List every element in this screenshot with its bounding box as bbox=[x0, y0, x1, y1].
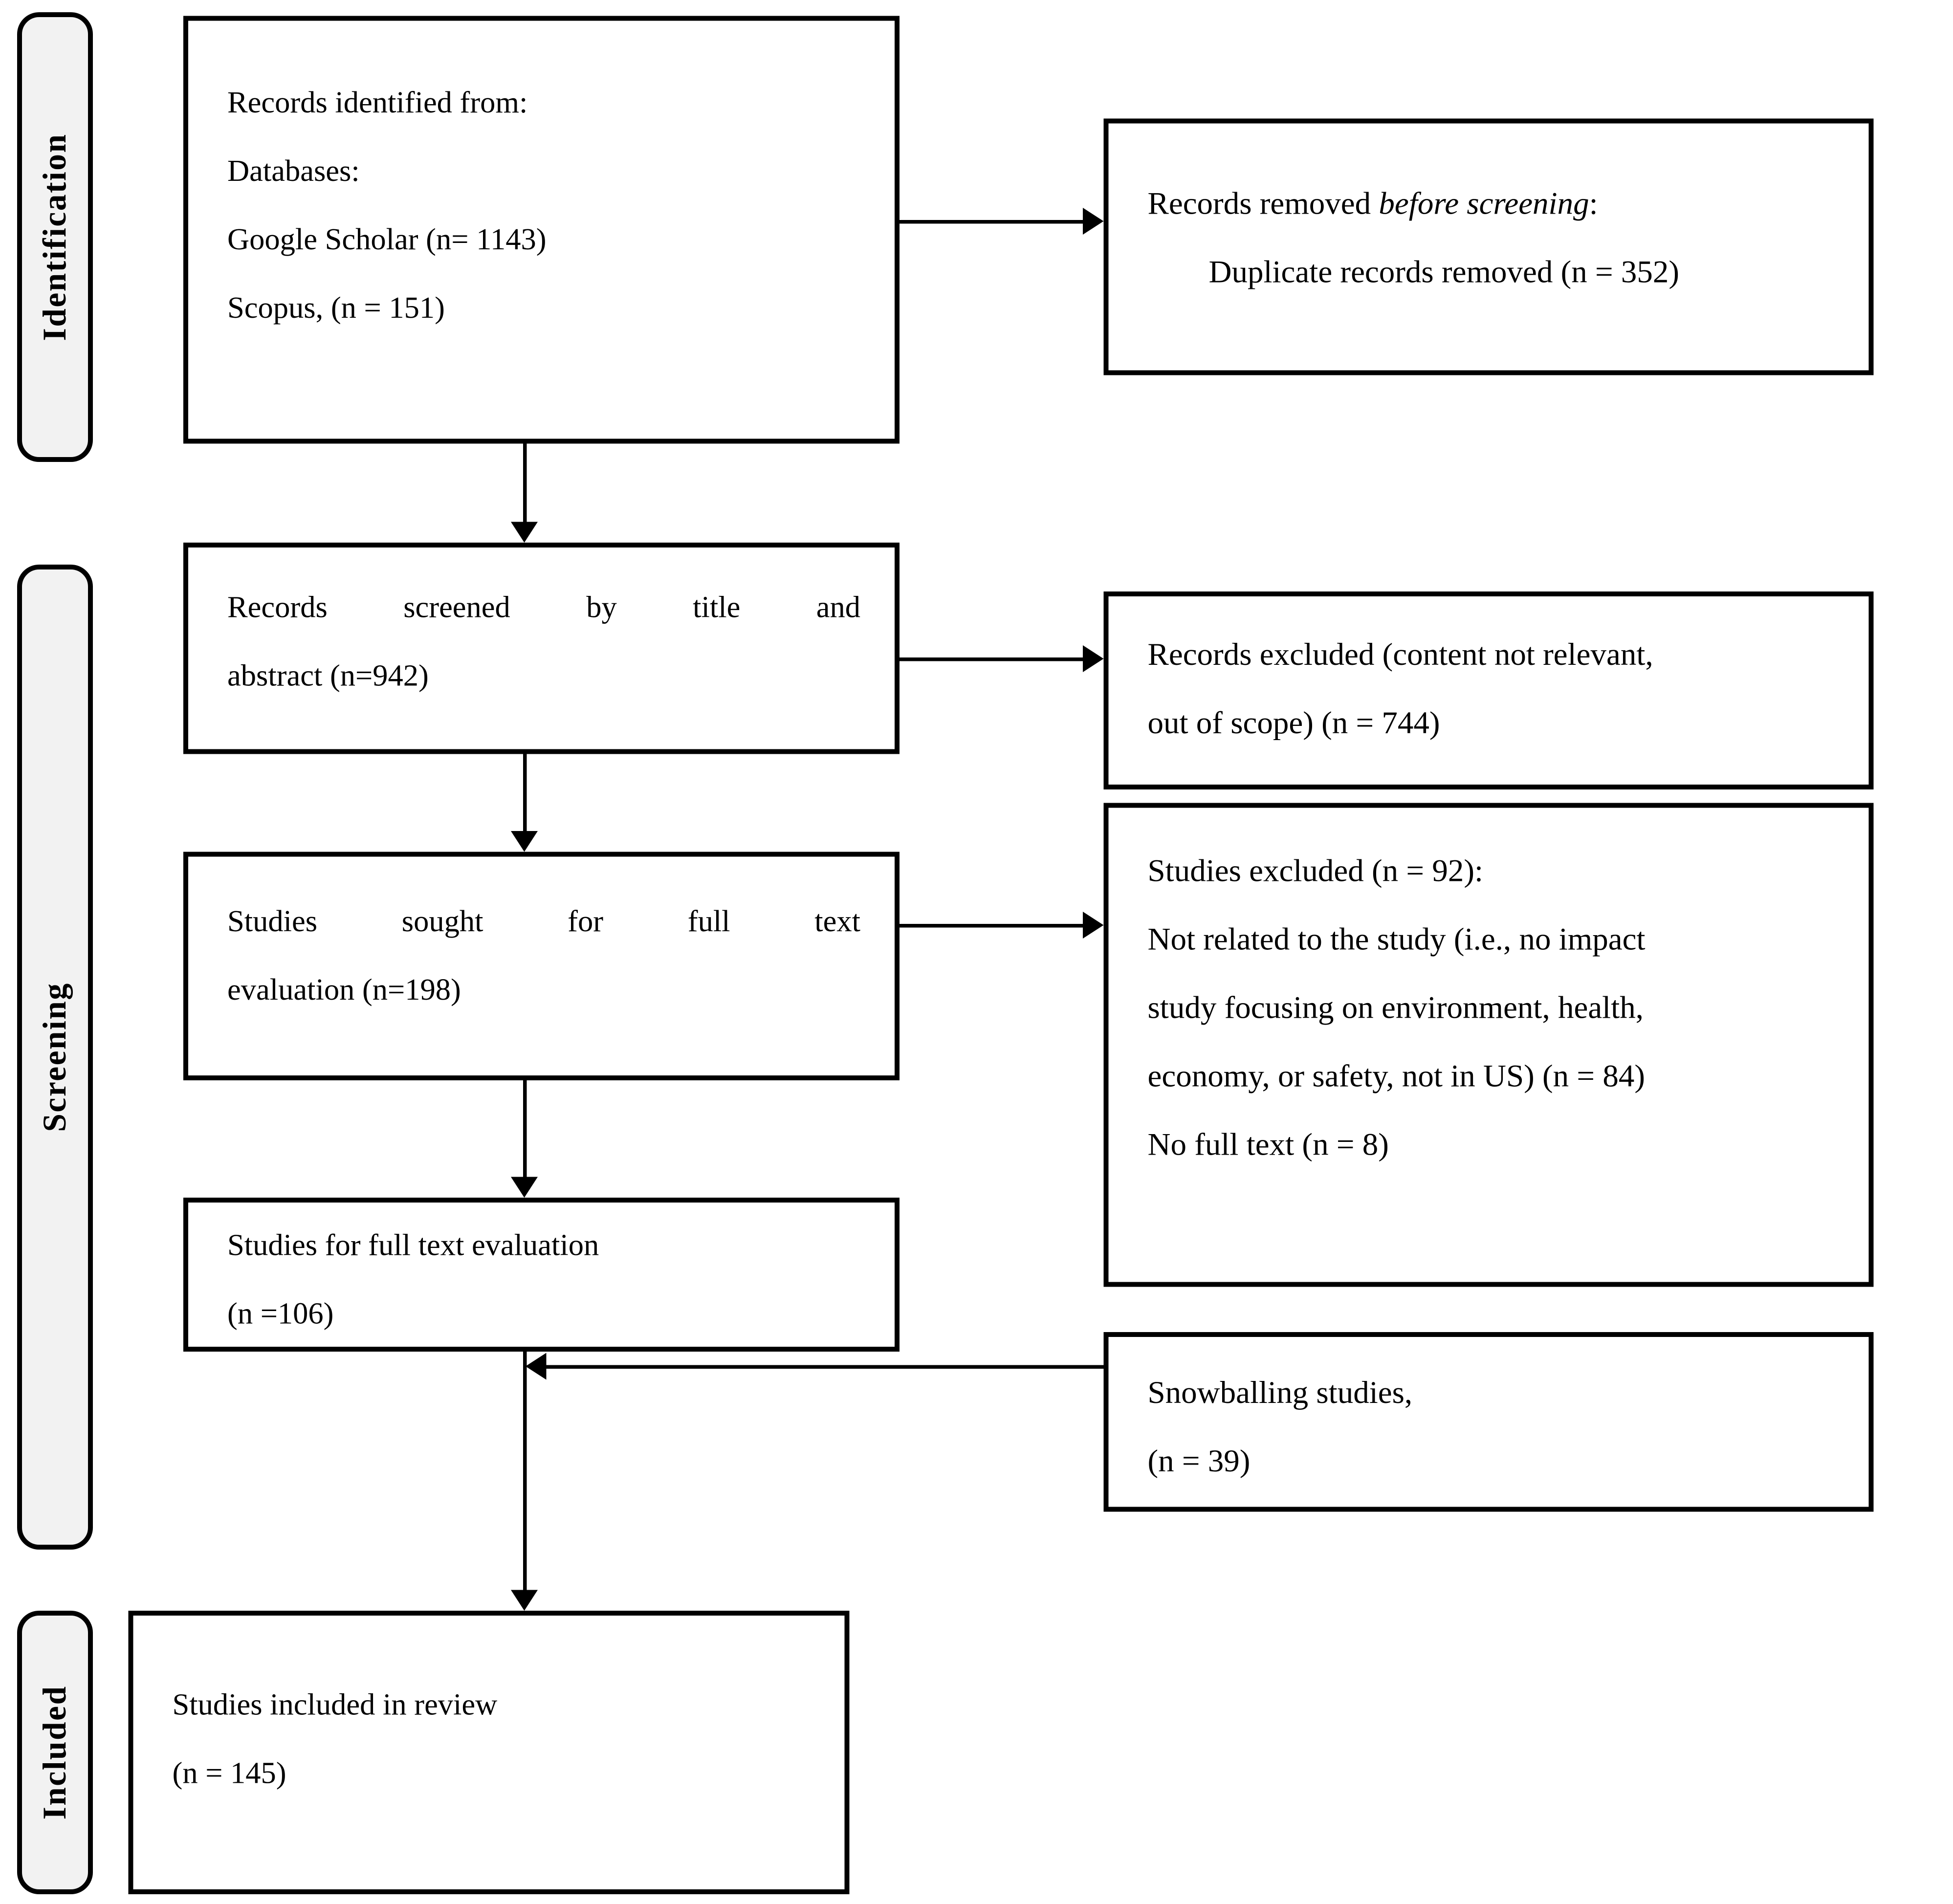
studies-fulltext-line: (n =106) bbox=[227, 1298, 334, 1331]
arrow-identified-to-screened-head-icon bbox=[511, 522, 538, 543]
records-removed-line: Records removed before screening: bbox=[1148, 170, 1840, 239]
arrow-screened-to-sought-line bbox=[523, 754, 527, 831]
arrow-sought-to-fulltext-line bbox=[523, 1080, 527, 1177]
stage-label-identification-text: Identification bbox=[36, 133, 73, 341]
box-studies-excluded: Studies excluded (n = 92): Not related t… bbox=[1103, 803, 1874, 1287]
arrow-snowballing-to-flow-line bbox=[546, 1365, 1104, 1369]
arrow-snowballing-to-flow-head-icon bbox=[526, 1353, 547, 1380]
arrow-sought-to-fulltext-head-icon bbox=[511, 1177, 538, 1198]
records-screened-line: abstract (n=942) bbox=[227, 660, 429, 693]
records-removed-italic: before screening bbox=[1379, 186, 1589, 221]
records-excluded-line: out of scope) (n = 744) bbox=[1147, 705, 1440, 741]
studies-included-line: Studies included in review bbox=[172, 1689, 498, 1722]
records-removed-prefix: Records removed bbox=[1147, 186, 1379, 221]
box-records-removed: Records removed before screening: Duplic… bbox=[1103, 118, 1874, 375]
snowballing-line: Snowballing studies, bbox=[1147, 1375, 1413, 1411]
arrow-fulltext-to-included-line bbox=[523, 1352, 527, 1590]
studies-excluded-line: Studies excluded (n = 92): bbox=[1147, 853, 1484, 889]
box-studies-included: Studies included in review (n = 145) bbox=[128, 1611, 850, 1894]
records-identified-line: Google Scholar (n= 1143) bbox=[227, 223, 547, 257]
stage-label-included-text: Included bbox=[36, 1685, 73, 1820]
stage-label-included: Included bbox=[17, 1611, 93, 1894]
box-snowballing: Snowballing studies, (n = 39) bbox=[1103, 1332, 1874, 1512]
stage-label-screening: Screening bbox=[17, 565, 93, 1550]
studies-excluded-line: Not related to the study (i.e., no impac… bbox=[1147, 921, 1646, 957]
studies-sought-line: evaluation (n=198) bbox=[227, 974, 461, 1007]
arrow-screened-to-sought-head-icon bbox=[511, 831, 538, 852]
records-identified-line: Scopus, (n = 151) bbox=[227, 292, 445, 326]
records-removed-suffix: : bbox=[1589, 186, 1598, 221]
records-excluded-line: Records excluded (content not relevant, bbox=[1147, 636, 1653, 673]
arrow-screened-to-excluded-line bbox=[900, 657, 1083, 661]
box-records-excluded: Records excluded (content not relevant, … bbox=[1103, 591, 1874, 789]
studies-included-line: (n = 145) bbox=[172, 1757, 286, 1791]
arrow-fulltext-to-included-head-icon bbox=[511, 1590, 538, 1611]
studies-excluded-line: study focusing on environment, health, bbox=[1147, 990, 1644, 1026]
records-identified-line: Databases: bbox=[227, 155, 360, 189]
stage-label-screening-text: Screening bbox=[36, 982, 73, 1132]
arrow-sought-to-studies-excluded-head-icon bbox=[1083, 912, 1104, 939]
snowballing-line: (n = 39) bbox=[1147, 1443, 1251, 1479]
records-identified-line: Records identified from: bbox=[227, 87, 528, 120]
arrow-screened-to-excluded-head-icon bbox=[1083, 645, 1104, 672]
arrow-sought-to-studies-excluded-line bbox=[900, 924, 1083, 928]
studies-excluded-line: economy, or safety, not in US) (n = 84) bbox=[1147, 1058, 1646, 1094]
box-studies-fulltext: Studies for full text evaluation (n =106… bbox=[183, 1198, 900, 1352]
studies-fulltext-line: Studies for full text evaluation bbox=[227, 1229, 599, 1263]
duplicates-removed-line: Duplicate records removed (n = 352) bbox=[1208, 254, 1680, 290]
box-records-identified: Records identified from: Databases: Goog… bbox=[183, 16, 900, 444]
arrow-identified-to-removed-head-icon bbox=[1083, 208, 1104, 235]
stage-label-identification: Identification bbox=[17, 12, 93, 462]
arrow-identified-to-removed-line bbox=[900, 220, 1083, 224]
studies-excluded-line: No full text (n = 8) bbox=[1147, 1127, 1389, 1162]
arrow-identified-to-screened-line bbox=[523, 443, 527, 522]
